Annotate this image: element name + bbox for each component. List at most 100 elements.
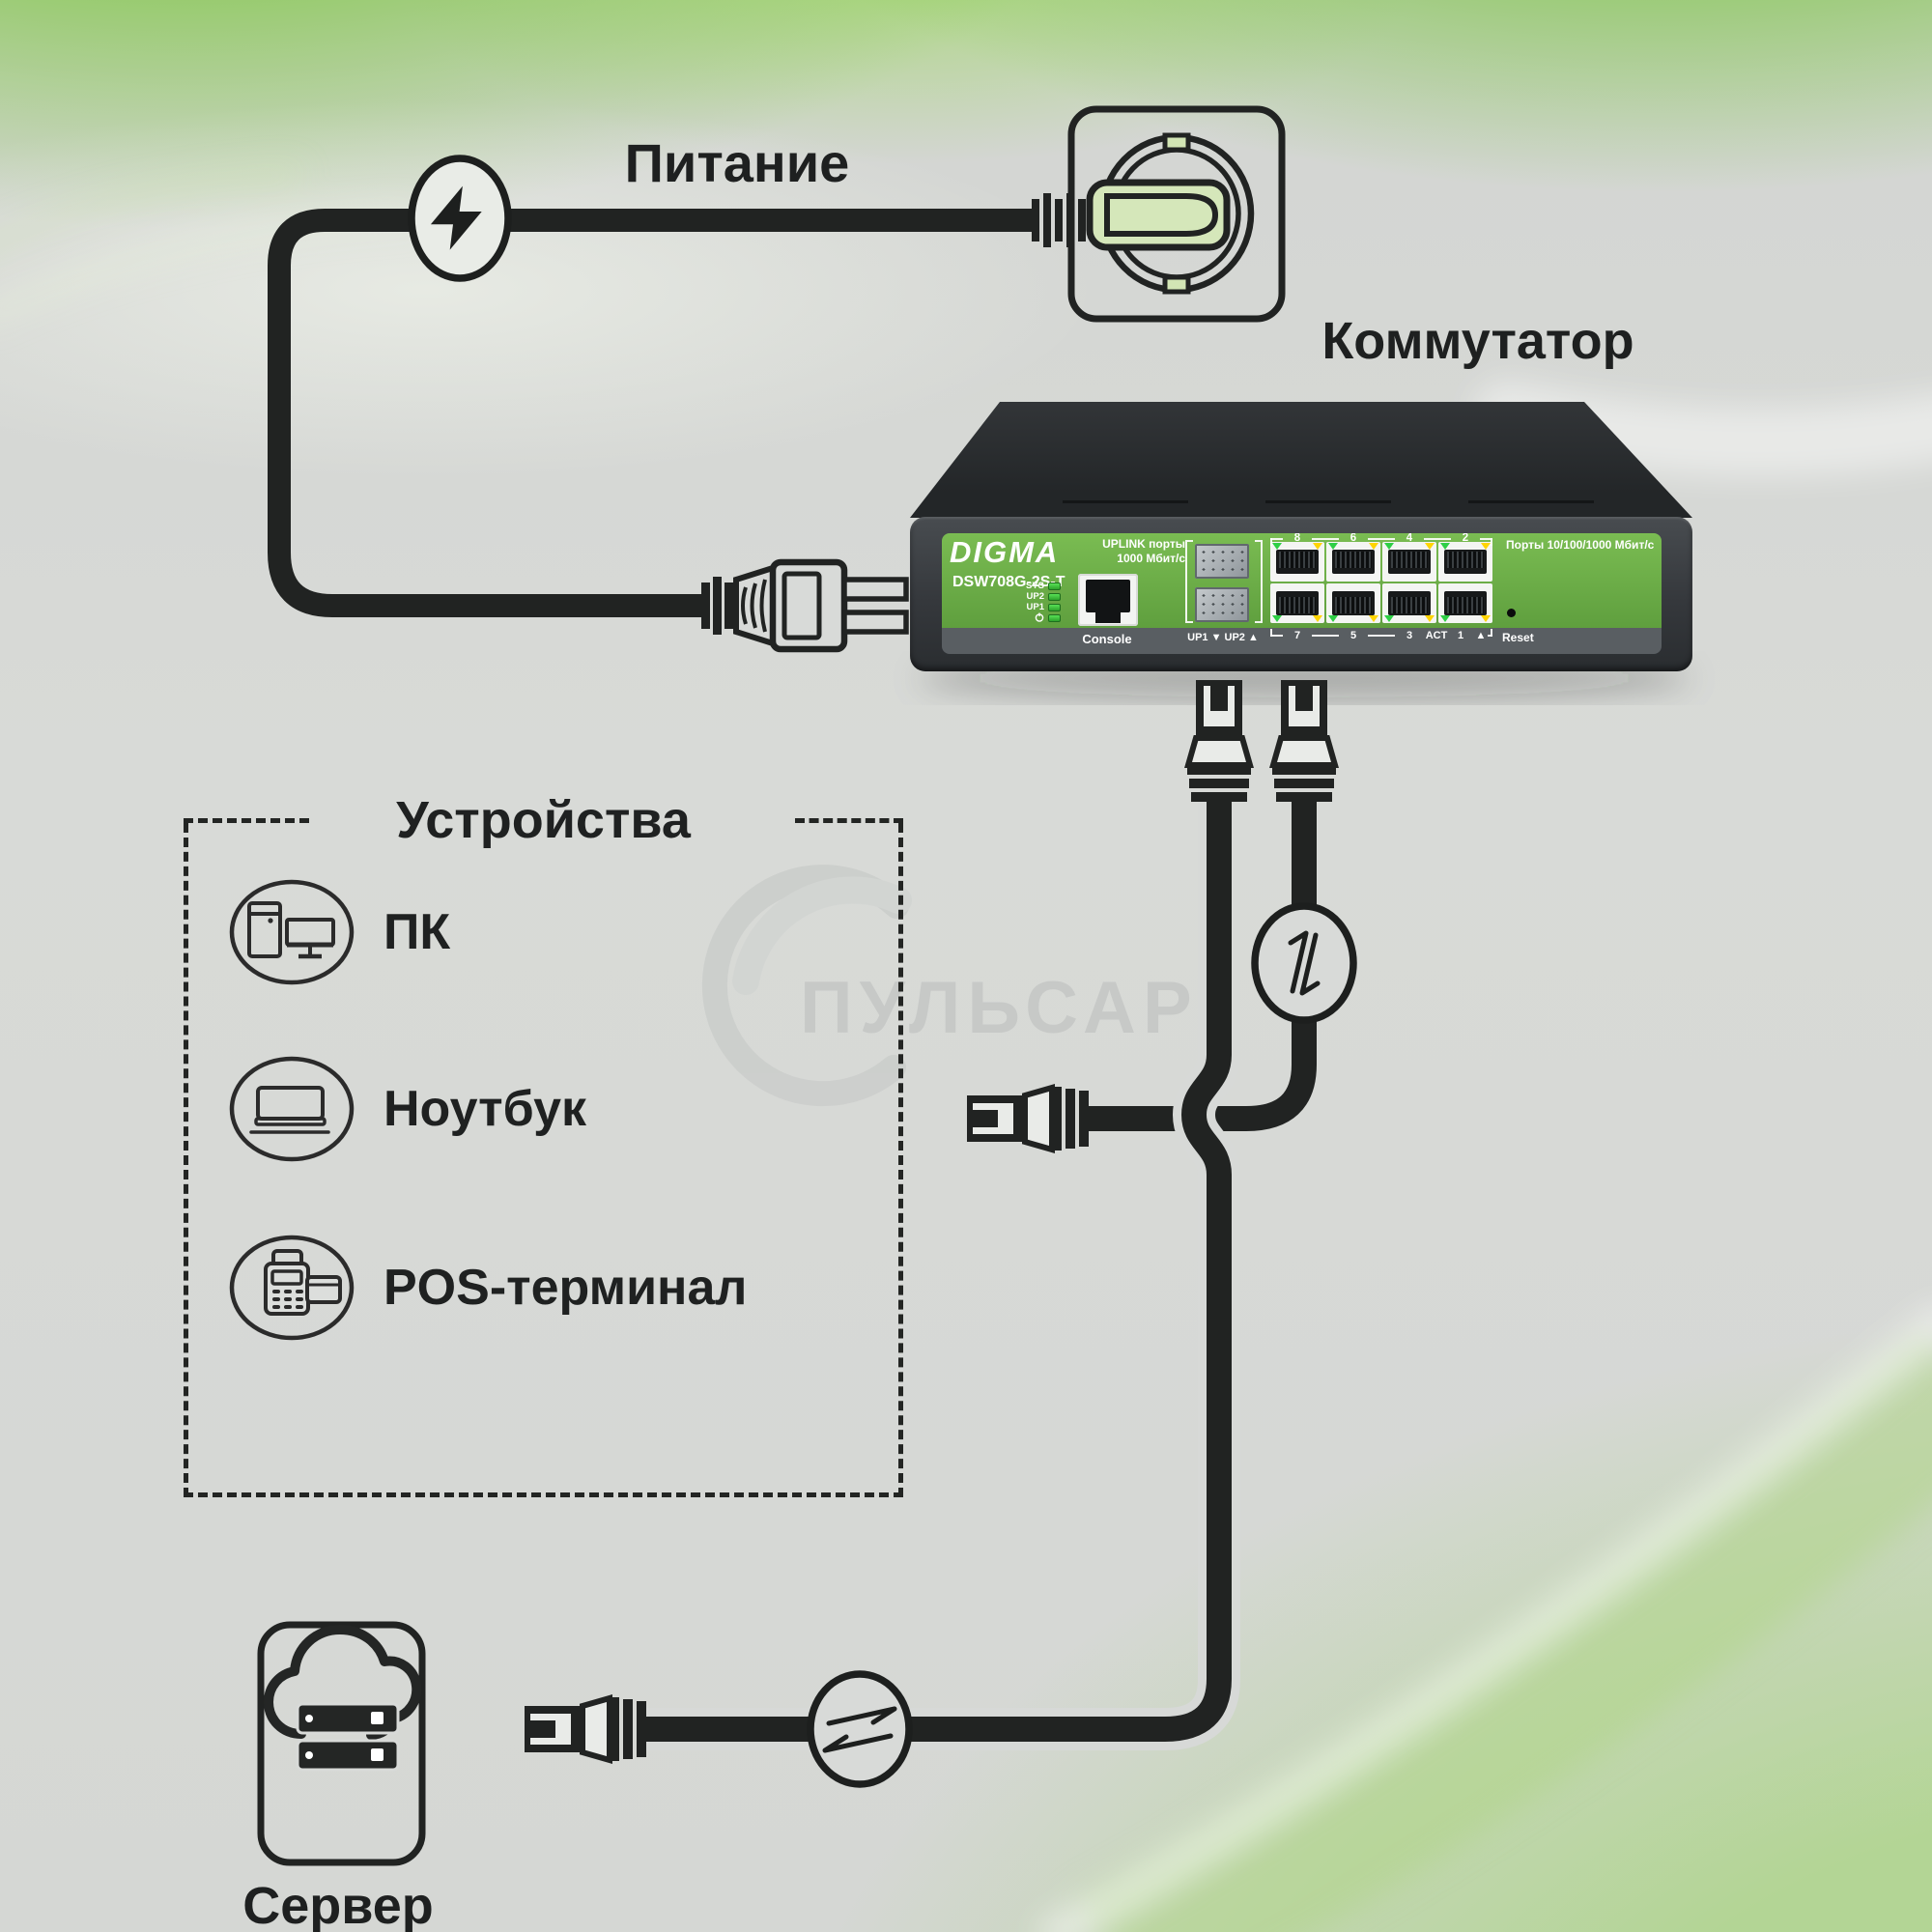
link-led-green: [1272, 543, 1282, 550]
vent-slot: [1063, 500, 1188, 503]
ethernet-port-3: [1382, 583, 1436, 623]
ethernet-port-8: [1270, 542, 1324, 582]
led-row-power: [1000, 612, 1061, 625]
rj45-jack: [1388, 550, 1431, 574]
console-port: [1078, 574, 1138, 626]
port-number: 4: [1406, 533, 1413, 544]
led-row-sys: SYS: [1000, 582, 1061, 591]
act-led-yellow: [1369, 543, 1378, 550]
led-indicator: [1048, 604, 1061, 611]
power-icon: [1000, 612, 1044, 625]
act-led-yellow: [1425, 543, 1435, 550]
power-plug: [1032, 179, 1231, 251]
devices-box-border: [184, 818, 309, 823]
sfp-bracket-right: [1255, 540, 1263, 623]
rj45-jack: [1276, 550, 1319, 574]
model-number: DSW708G-2S-T: [952, 574, 1065, 590]
sfp-cage-texture: [1199, 591, 1245, 618]
led-indicator: [1048, 582, 1061, 590]
port-bracket-tick: [1270, 629, 1272, 637]
port-number: 1: [1457, 630, 1464, 641]
rj45-jack: [1388, 591, 1431, 615]
device-row-pc: ПК: [229, 879, 450, 985]
link-led-green: [1384, 615, 1394, 622]
swoosh-bottomright-highlight: [1035, 1307, 1932, 1932]
server-cable: [638, 792, 1232, 1742]
led-row-up1: UP1: [1000, 603, 1061, 612]
sfp-cage-texture: [1199, 548, 1245, 575]
led-row-up2: UP2: [1000, 592, 1061, 602]
rj45-connector-up-right: [1272, 680, 1336, 802]
uplink-cable-right: [1082, 792, 1317, 1131]
ports-speed-label: Порты 10/100/1000 Мбит/с: [1506, 538, 1655, 552]
port-number: 2: [1462, 533, 1469, 544]
swoosh-bottomright: [1077, 1325, 1932, 1932]
brand-logo: DIGMA: [950, 535, 1060, 569]
port-bracket-line: [1424, 538, 1451, 540]
led-indicator: [1048, 593, 1061, 601]
rj45-jack: [1086, 580, 1130, 623]
sfp-caption: UP1 ▼ UP2 ▲: [1187, 632, 1259, 643]
ethernet-port-7: [1270, 583, 1324, 623]
swoosh-topleft-2: [0, 168, 300, 246]
act-led-yellow: [1313, 615, 1322, 622]
cloud-server-icon: [264, 1625, 422, 1772]
device-row-pos: POS-терминал: [229, 1235, 747, 1341]
link-led-green: [1440, 543, 1450, 550]
switch-front-face: DIGMA DSW708G-2S-T SYS UP2 UP1 Console U: [910, 517, 1692, 671]
watermark-swirl-icon: [701, 865, 912, 1107]
act-led-yellow: [1313, 543, 1322, 550]
port-bracket-line: [1312, 635, 1339, 637]
act-led-yellow: [1481, 543, 1491, 550]
rj45-jack: [1332, 591, 1375, 615]
act-led-yellow: [1369, 615, 1378, 622]
vent-slot: [1468, 500, 1594, 503]
ethernet-ports-panel: [1270, 542, 1492, 623]
devices-title: Устройства: [396, 790, 691, 849]
ethernet-port-4: [1382, 542, 1436, 582]
port-number: 7: [1293, 630, 1301, 641]
transfer-circle-horizontal: [807, 1670, 913, 1788]
port-bracket-tick: [1270, 538, 1272, 546]
uplink-line1: UPLINK порты: [1102, 537, 1185, 551]
reset-hole: [1507, 609, 1516, 617]
port-bracket-tick: [1491, 629, 1492, 637]
port-bracket-line: [1368, 635, 1395, 637]
port-bracket-line: [1270, 635, 1283, 637]
port-bracket-line: [1480, 538, 1492, 540]
port-number: 5: [1350, 630, 1357, 641]
transfer-arrows-vertical-icon: [1288, 930, 1321, 996]
rj45-jack: [1444, 591, 1487, 615]
port-bracket-line: [1270, 538, 1283, 540]
network-switch: DIGMA DSW708G-2S-T SYS UP2 UP1 Console U: [898, 391, 1710, 681]
led-indicator: [1048, 614, 1061, 622]
act-led-yellow: [1425, 615, 1435, 622]
port-bracket-line: [1488, 635, 1492, 637]
sfp-cage-up2: [1195, 587, 1249, 622]
device-label: ПК: [384, 904, 451, 960]
sfp-bracket-left: [1185, 540, 1193, 623]
devices-box-border: [795, 818, 903, 823]
console-label: Console: [1082, 632, 1132, 646]
act-label: ACT: [1425, 630, 1448, 641]
port-number: 8: [1293, 533, 1301, 544]
port-bracket-line: [1368, 538, 1395, 540]
pos-terminal-icon: [229, 1235, 355, 1341]
led-label: UP1: [1026, 602, 1044, 612]
ethernet-port-2: [1438, 542, 1492, 582]
dc-connector: [701, 558, 909, 653]
port-bracket-line: [1312, 538, 1339, 540]
rj45-jack: [1276, 591, 1319, 615]
sfp-cage-up1: [1195, 544, 1249, 579]
link-led-green: [1440, 615, 1450, 622]
server-box: [257, 1621, 426, 1866]
watermark-text: ПУЛЬСАР: [800, 967, 1199, 1049]
rj45-connector-server: [525, 1697, 646, 1761]
vent-slot: [1265, 500, 1391, 503]
lightning-icon: [430, 185, 482, 250]
ethernet-port-6: [1326, 542, 1380, 582]
link-led-green: [1272, 615, 1282, 622]
switch-faceplate: DIGMA DSW708G-2S-T SYS UP2 UP1 Console U: [942, 533, 1662, 654]
laptop-icon: [229, 1056, 355, 1162]
power-cable: [268, 209, 1034, 617]
